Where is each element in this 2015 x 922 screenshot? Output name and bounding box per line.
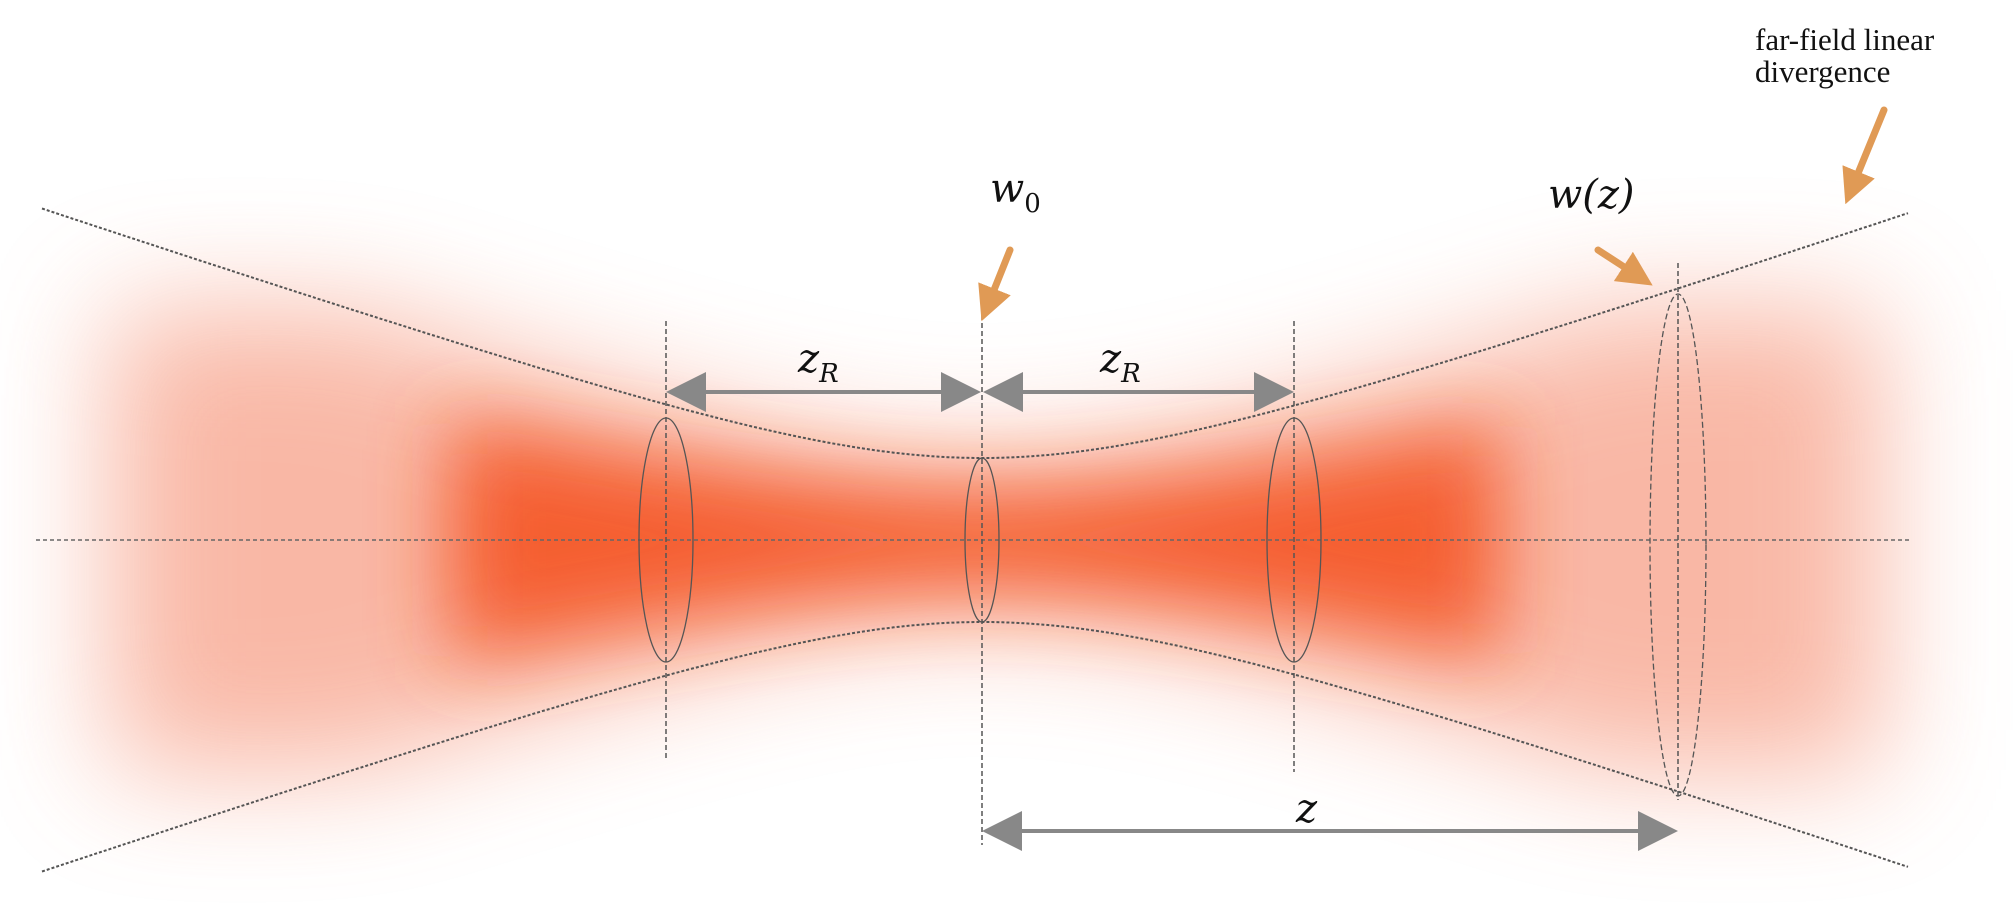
- waist-label: w0: [990, 166, 1041, 219]
- wz-label: w(z): [1548, 172, 1635, 218]
- beam-envelope-bottom: [41, 621, 1909, 873]
- z-label: z: [1295, 786, 1318, 832]
- wz-pointer-arrow: [1594, 246, 1653, 286]
- far-field-label-line2: divergence: [1755, 54, 1890, 89]
- cross-section-waist: [964, 457, 1000, 623]
- far-field-label-line1: far-field linear: [1755, 22, 1935, 57]
- cross-section-right-rayleigh: [1266, 417, 1322, 663]
- cross-section-left-rayleigh: [638, 417, 694, 663]
- cross-section-wz: [1649, 293, 1707, 797]
- far-field-pointer-arrow: [1842, 106, 1888, 205]
- beam-envelope-top: [41, 207, 1909, 459]
- waist-pointer-arrow: [978, 246, 1014, 322]
- rayleigh-left-label: zR: [797, 336, 839, 389]
- rayleigh-right-label: zR: [1099, 336, 1141, 389]
